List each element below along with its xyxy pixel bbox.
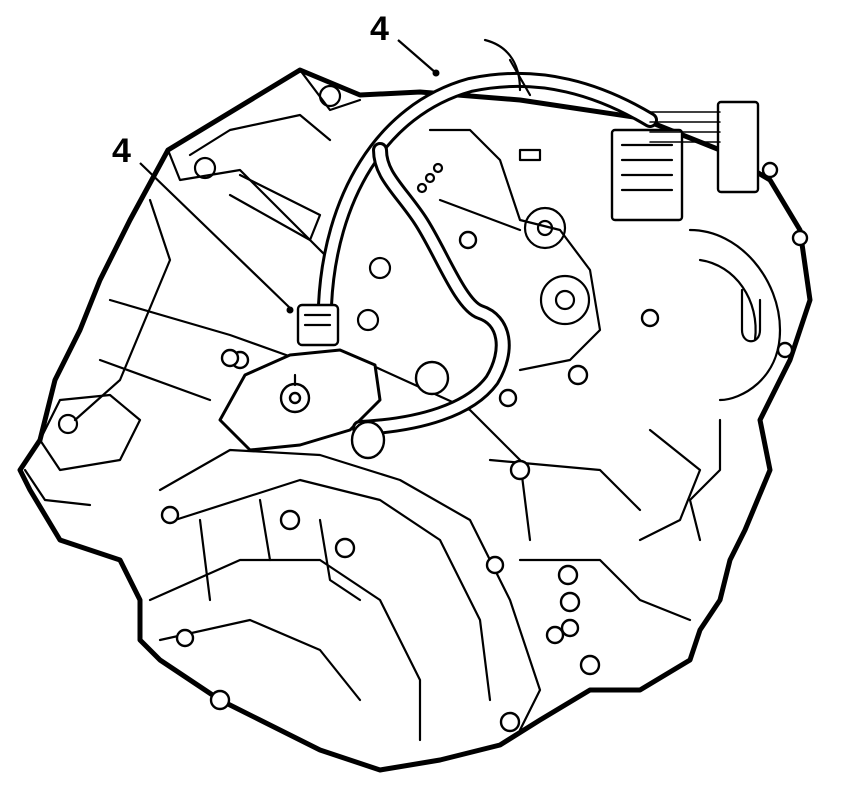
callout-target-dot <box>286 306 294 314</box>
converter-housing <box>638 228 782 542</box>
harness-connectors <box>296 100 760 460</box>
callout-leader <box>397 39 437 74</box>
callout-left: 4 <box>112 132 294 314</box>
wiring-harness <box>317 38 658 436</box>
housing-bolts <box>160 161 809 733</box>
callout-target-dot <box>432 69 440 77</box>
center-casting <box>356 128 692 622</box>
left-bracket <box>23 68 362 507</box>
callout-label: 4 <box>112 132 131 170</box>
valve-body-cover <box>148 448 542 742</box>
callout-leader <box>139 162 291 309</box>
callout-top: 4 <box>370 10 440 77</box>
callout-label: 4 <box>370 10 389 48</box>
